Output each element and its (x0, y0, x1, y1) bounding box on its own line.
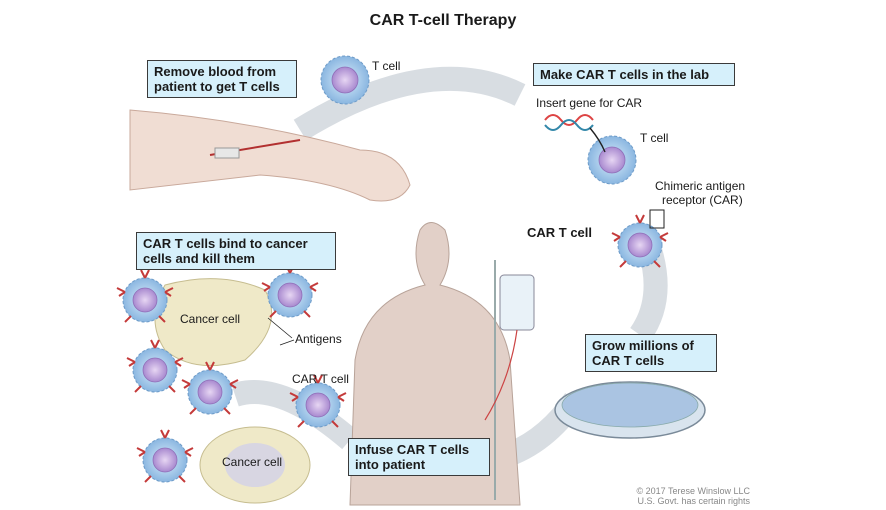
label-car-line2: receptor (CAR) (662, 193, 743, 207)
label-car-t-cell: CAR T cell (292, 372, 349, 386)
arm (129, 109, 411, 202)
dna-strand (544, 114, 594, 126)
step-make-car: Make CAR T cells in the lab (533, 63, 735, 86)
step-infuse: Infuse CAR T cells into patient (348, 438, 490, 476)
car-receptor-box (649, 209, 665, 229)
patient-silhouette (349, 222, 521, 506)
step-bind-kill: CAR T cells bind to cancer cells and kil… (136, 232, 336, 270)
arrow-to-lab (293, 66, 526, 141)
label-t-cell-1: T cell (372, 59, 401, 73)
label-car-t-cell-bold: CAR T cell (527, 225, 593, 240)
t-cell-lab (587, 135, 637, 185)
arrow-to-patient-cells (231, 380, 358, 450)
catheter (214, 147, 240, 159)
iv-bag (499, 274, 535, 331)
credit-line2: U.S. Govt. has certain rights (637, 496, 750, 506)
step-remove-blood: Remove blood from patient to get T cells (147, 60, 297, 98)
iv-line (484, 329, 518, 421)
car-t-cell-d (181, 361, 239, 415)
car-t-cell-f (136, 429, 194, 483)
step-grow: Grow millions of CAR T cells (585, 334, 717, 372)
label-t-cell-2: T cell (640, 131, 669, 145)
insert-arrow (589, 127, 606, 153)
t-cell-blood (320, 55, 370, 105)
label-insert-gene: Insert gene for CAR (536, 96, 643, 110)
page-title: CAR T-cell Therapy (369, 12, 517, 29)
credit-line1: © 2017 Terese Winslow LLC (636, 486, 750, 496)
cancer-cell-dying (154, 278, 273, 367)
label-antigens: Antigens (295, 332, 342, 346)
label-car-line1: Chimeric antigen (655, 179, 746, 193)
label-cancer-cell-2: Cancer cell (222, 455, 283, 469)
label-cancer-cell-1: Cancer cell (180, 312, 241, 326)
credit: © 2017 Terese Winslow LLC U.S. Govt. has… (620, 486, 750, 506)
